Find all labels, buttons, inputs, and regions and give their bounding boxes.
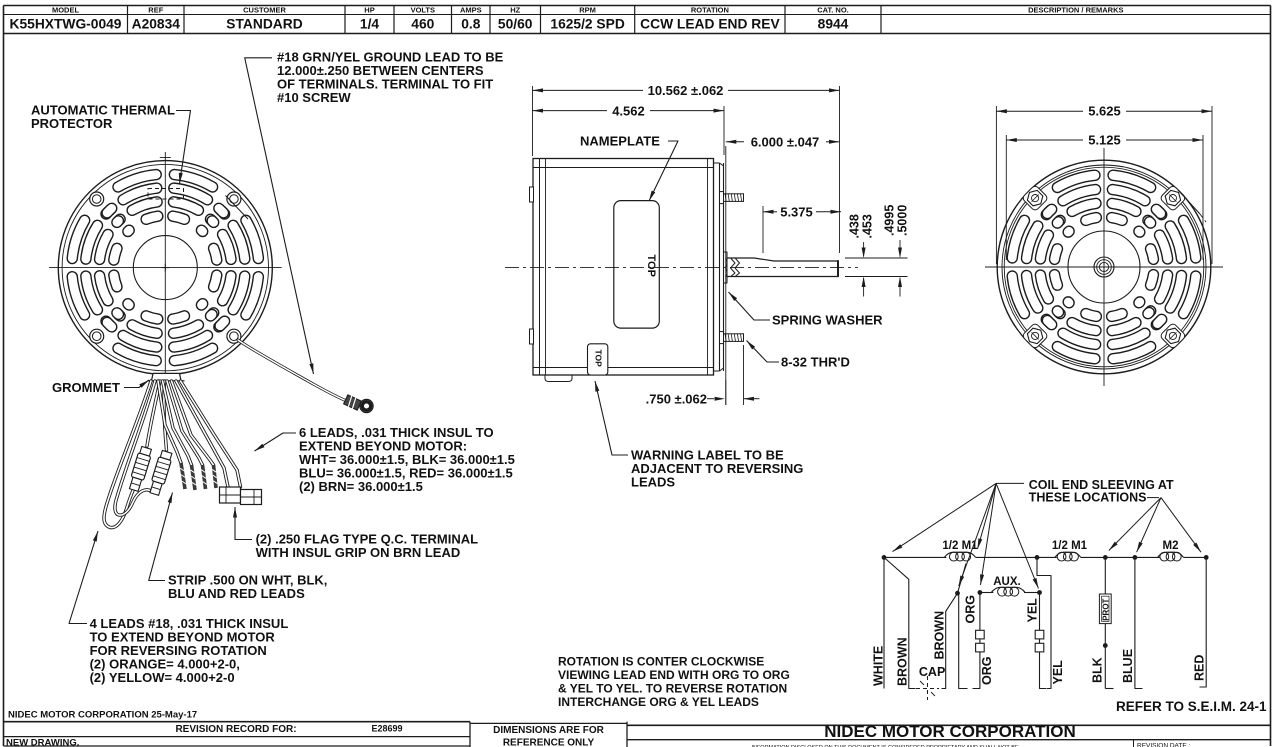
svg-text:4.562: 4.562 bbox=[612, 103, 645, 118]
svg-text:.453: .453 bbox=[861, 214, 875, 238]
svg-text:REFERENCE ONLY: REFERENCE ONLY bbox=[503, 738, 595, 747]
svg-text:PROT: PROT bbox=[1101, 598, 1110, 620]
svg-text:TOP: TOP bbox=[645, 255, 657, 277]
svg-text:YEL: YEL bbox=[1051, 660, 1065, 685]
svg-text:LEADS: LEADS bbox=[631, 475, 675, 490]
svg-text:DIMENSIONS ARE FOR: DIMENSIONS ARE FOR bbox=[493, 725, 605, 736]
svg-text:BROWN: BROWN bbox=[933, 611, 947, 660]
svg-text:BROWN: BROWN bbox=[896, 637, 910, 686]
svg-text:BLU AND RED LEADS: BLU AND RED LEADS bbox=[168, 586, 305, 601]
svg-text:1/2 M1: 1/2 M1 bbox=[1052, 540, 1088, 552]
svg-text:1/2 M1: 1/2 M1 bbox=[942, 540, 978, 552]
svg-text:NIDEC MOTOR CORPORATION: NIDEC MOTOR CORPORATION bbox=[824, 722, 1076, 741]
svg-text:CUSTOMER: CUSTOMER bbox=[243, 5, 286, 14]
svg-text:BLU= 36.000±1.5, RED= 36.000±1: BLU= 36.000±1.5, RED= 36.000±1.5 bbox=[299, 466, 513, 481]
svg-text:WITH INSUL GRIP ON BRN LEAD: WITH INSUL GRIP ON BRN LEAD bbox=[256, 545, 461, 560]
svg-text:REFER TO S.E.I.M. 24-1: REFER TO S.E.I.M. 24-1 bbox=[1116, 699, 1267, 714]
svg-text:1/4: 1/4 bbox=[360, 17, 380, 32]
svg-text:SPRING WASHER: SPRING WASHER bbox=[772, 313, 883, 328]
svg-text:8-32 THR'D: 8-32 THR'D bbox=[781, 355, 850, 370]
svg-text:WARNING LABEL TO BE: WARNING LABEL TO BE bbox=[631, 448, 784, 463]
svg-text:460: 460 bbox=[411, 17, 434, 32]
svg-text:#18 GRN/YEL GROUND LEAD TO BE: #18 GRN/YEL GROUND LEAD TO BE bbox=[277, 50, 504, 65]
svg-text:VOLTS: VOLTS bbox=[411, 5, 435, 14]
svg-text:CAT. NO.: CAT. NO. bbox=[817, 5, 849, 14]
svg-text:ORG: ORG bbox=[964, 595, 978, 623]
svg-text:DESCRIPTION / REMARKS: DESCRIPTION / REMARKS bbox=[1028, 5, 1123, 14]
svg-text:INTERCHANGE ORG & YEL LEADS: INTERCHANGE ORG & YEL LEADS bbox=[558, 695, 759, 709]
svg-text:NAMEPLATE: NAMEPLATE bbox=[580, 134, 660, 149]
svg-text:E28699: E28699 bbox=[371, 724, 402, 734]
svg-text:AUX.: AUX. bbox=[993, 576, 1020, 588]
svg-text:REVISION RECORD FOR:: REVISION RECORD FOR: bbox=[175, 724, 296, 735]
svg-text:COIL END SLEEVING AT: COIL END SLEEVING AT bbox=[1029, 478, 1174, 492]
svg-text:5.125: 5.125 bbox=[1088, 133, 1121, 148]
svg-text:#10 SCREW: #10 SCREW bbox=[277, 90, 351, 105]
svg-text:EXTEND BEYOND MOTOR:: EXTEND BEYOND MOTOR: bbox=[299, 439, 467, 454]
svg-text:HP: HP bbox=[364, 5, 374, 14]
svg-text:.4995: .4995 bbox=[883, 205, 897, 236]
svg-text:RPM: RPM bbox=[579, 5, 596, 14]
svg-text:1625/2 SPD: 1625/2 SPD bbox=[550, 17, 624, 32]
svg-text:BLUE: BLUE bbox=[1121, 649, 1135, 683]
svg-text:4 LEADS #18, .031 THICK INSUL: 4 LEADS #18, .031 THICK INSUL bbox=[90, 616, 289, 631]
svg-text:50/60: 50/60 bbox=[498, 17, 533, 32]
svg-text:(2) BRN= 36.000±1.5: (2) BRN= 36.000±1.5 bbox=[299, 479, 423, 494]
svg-text:ORG: ORG bbox=[980, 657, 994, 685]
svg-text:& YEL TO YEL. TO REVERSE ROTAT: & YEL TO YEL. TO REVERSE ROTATION bbox=[558, 682, 787, 696]
svg-text:12.000±.250 BETWEEN CENTERS: 12.000±.250 BETWEEN CENTERS bbox=[277, 63, 484, 78]
svg-text:OF TERMINALS. TERMINAL TO FIT: OF TERMINALS. TERMINAL TO FIT bbox=[277, 77, 493, 92]
svg-text:TOP: TOP bbox=[594, 350, 604, 368]
svg-text:GROMMET: GROMMET bbox=[52, 380, 120, 395]
svg-text:REF: REF bbox=[148, 5, 163, 14]
svg-text:CCW LEAD END REV: CCW LEAD END REV bbox=[640, 17, 780, 32]
svg-text:8944: 8944 bbox=[818, 17, 849, 32]
svg-text:A20834: A20834 bbox=[132, 17, 181, 32]
svg-text:ADJACENT TO REVERSING: ADJACENT TO REVERSING bbox=[631, 461, 803, 476]
svg-text:(2) .250 FLAG TYPE Q.C. TERMIN: (2) .250 FLAG TYPE Q.C. TERMINAL bbox=[256, 532, 479, 547]
svg-text:BLK: BLK bbox=[1091, 657, 1105, 683]
svg-text:REVISION DATE :: REVISION DATE : bbox=[1137, 743, 1191, 747]
svg-text:M2: M2 bbox=[1163, 540, 1179, 552]
svg-text:0.8: 0.8 bbox=[461, 17, 481, 32]
svg-text:CAP: CAP bbox=[919, 665, 945, 679]
svg-text:AUTOMATIC THERMAL: AUTOMATIC THERMAL bbox=[31, 103, 175, 118]
svg-text:.750 ±.062: .750 ±.062 bbox=[646, 391, 707, 406]
svg-text:AMPS: AMPS bbox=[460, 5, 482, 14]
svg-text:NIDEC MOTOR CORPORATION 25-May: NIDEC MOTOR CORPORATION 25-May-17 bbox=[8, 710, 197, 721]
svg-text:YEL: YEL bbox=[1026, 598, 1040, 623]
svg-text:10.562 ±.062: 10.562 ±.062 bbox=[648, 83, 724, 98]
svg-text:(2) ORANGE= 4.000+2-0,: (2) ORANGE= 4.000+2-0, bbox=[90, 657, 240, 672]
svg-text:ROTATION: ROTATION bbox=[691, 5, 729, 14]
svg-text:PROTECTOR: PROTECTOR bbox=[31, 116, 113, 131]
svg-text:HZ: HZ bbox=[510, 5, 520, 14]
svg-text:6.000 ±.047: 6.000 ±.047 bbox=[751, 134, 820, 149]
svg-text:FOR REVERSING ROTATION: FOR REVERSING ROTATION bbox=[90, 643, 267, 658]
svg-text:WHT= 36.000±1.5, BLK= 36.000±1: WHT= 36.000±1.5, BLK= 36.000±1.5 bbox=[299, 452, 515, 467]
svg-text:K55HXTWG-0049: K55HXTWG-0049 bbox=[10, 17, 122, 32]
svg-text:5.375: 5.375 bbox=[780, 204, 813, 219]
svg-text:VIEWING LEAD END WITH ORG TO O: VIEWING LEAD END WITH ORG TO ORG bbox=[558, 668, 790, 682]
svg-text:STRIP .500 ON WHT, BLK,: STRIP .500 ON WHT, BLK, bbox=[168, 573, 327, 588]
svg-text:5.625: 5.625 bbox=[1088, 104, 1121, 119]
svg-text:THESE LOCATIONS: THESE LOCATIONS bbox=[1029, 491, 1147, 505]
svg-text:.438: .438 bbox=[848, 214, 862, 238]
svg-text:NEW DRAWING.: NEW DRAWING. bbox=[6, 737, 79, 747]
svg-text:.5000: .5000 bbox=[896, 205, 910, 236]
svg-text:WHITE: WHITE bbox=[872, 646, 886, 686]
svg-text:(2) YELLOW= 4.000+2-0: (2) YELLOW= 4.000+2-0 bbox=[90, 670, 235, 685]
svg-text:6 LEADS, .031 THICK INSUL TO: 6 LEADS, .031 THICK INSUL TO bbox=[299, 425, 494, 440]
svg-text:RED: RED bbox=[1193, 655, 1207, 681]
svg-text:STANDARD: STANDARD bbox=[226, 17, 302, 32]
svg-text:MODEL: MODEL bbox=[52, 5, 80, 14]
svg-text:ROTATION IS CONTER CLOCKWISE: ROTATION IS CONTER CLOCKWISE bbox=[558, 655, 764, 669]
svg-text:INFORMATION DISCLOSED ON THIS: INFORMATION DISCLOSED ON THIS DOCUMENT I… bbox=[751, 745, 1018, 747]
svg-text:TO EXTEND BEYOND MOTOR: TO EXTEND BEYOND MOTOR bbox=[90, 630, 276, 645]
